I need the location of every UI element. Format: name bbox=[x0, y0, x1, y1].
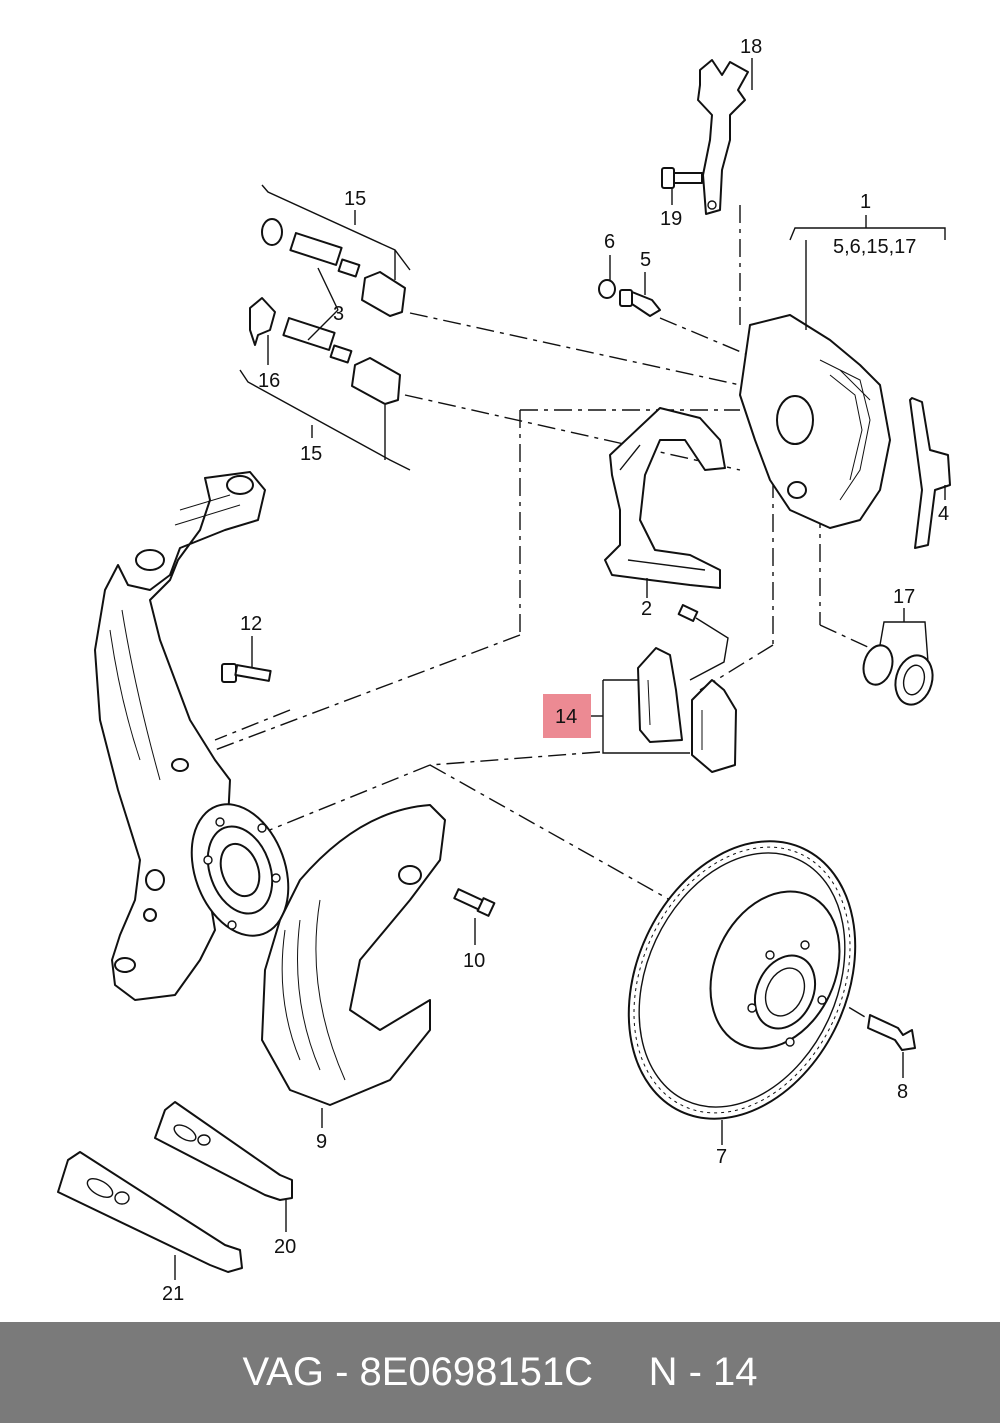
callout-3: 3 bbox=[333, 303, 344, 325]
part-number-banner: VAG - 8E0698151C N - 14 bbox=[0, 1322, 1000, 1423]
callout-2: 2 bbox=[641, 598, 652, 620]
callout-16: 16 bbox=[258, 370, 280, 392]
callout-15-upper: 15 bbox=[344, 188, 366, 210]
callout-6: 6 bbox=[604, 231, 615, 253]
callout-19: 19 bbox=[660, 208, 682, 230]
callout-20: 20 bbox=[274, 1236, 296, 1258]
exploded-parts-diagram: 18 19 1 5,6,15,17 6 5 15 3 16 15 4 2 17 … bbox=[57, 36, 951, 1305]
brake-dust-shield bbox=[261, 804, 446, 1106]
callout-7: 7 bbox=[716, 1146, 727, 1168]
hose-bracket bbox=[697, 59, 749, 215]
callout-10: 10 bbox=[463, 950, 485, 972]
bracket-bolt bbox=[661, 167, 703, 189]
callout-9: 9 bbox=[316, 1131, 327, 1153]
caliper-carrier bbox=[604, 407, 726, 589]
callout-17: 17 bbox=[893, 586, 915, 608]
footer-position: N - 14 bbox=[648, 1350, 758, 1394]
callout-12: 12 bbox=[240, 613, 262, 635]
wheel-hub bbox=[190, 803, 290, 937]
highlight-box bbox=[543, 694, 591, 738]
footer-gap bbox=[593, 1350, 649, 1395]
footer-part-number: 8E0698151C bbox=[359, 1350, 594, 1394]
callout-14: 14 bbox=[555, 706, 577, 728]
guide-pin-set-lower bbox=[249, 297, 401, 405]
disc-screw bbox=[867, 1014, 916, 1051]
wear-sensor bbox=[677, 604, 729, 681]
callout-1: 1 bbox=[860, 191, 871, 213]
bleeder-cap bbox=[598, 279, 616, 299]
footer-brand: VAG bbox=[242, 1350, 324, 1394]
callout-5: 5 bbox=[640, 249, 651, 271]
carrier-bolt bbox=[221, 663, 272, 683]
callout-4: 4 bbox=[938, 503, 949, 525]
brake-pads bbox=[637, 647, 737, 773]
grease-tube-large bbox=[57, 1151, 243, 1273]
steering-knuckle bbox=[94, 471, 266, 1001]
callout-21: 21 bbox=[162, 1283, 184, 1305]
piston-seal-kit bbox=[862, 644, 934, 706]
grease-tube-small bbox=[154, 1101, 293, 1201]
shield-bolt bbox=[453, 888, 496, 917]
callout-15-lower: 15 bbox=[300, 443, 322, 465]
callout-8: 8 bbox=[897, 1081, 908, 1103]
bleeder-valve bbox=[619, 289, 661, 317]
callout-1-includes: 5,6,15,17 bbox=[833, 236, 916, 258]
callout-numbers: 18 19 1 5,6,15,17 6 5 15 3 16 15 4 2 17 … bbox=[162, 36, 949, 1305]
footer-separator: - bbox=[323, 1350, 360, 1394]
guide-pin-set-upper bbox=[261, 218, 406, 317]
anti-rattle-spring bbox=[909, 397, 951, 549]
callout-leaders bbox=[174, 58, 946, 1280]
brake-disc bbox=[627, 840, 857, 1120]
assembly-center-lines bbox=[214, 205, 871, 1021]
callout-18: 18 bbox=[740, 36, 762, 58]
brake-caliper bbox=[739, 314, 891, 529]
